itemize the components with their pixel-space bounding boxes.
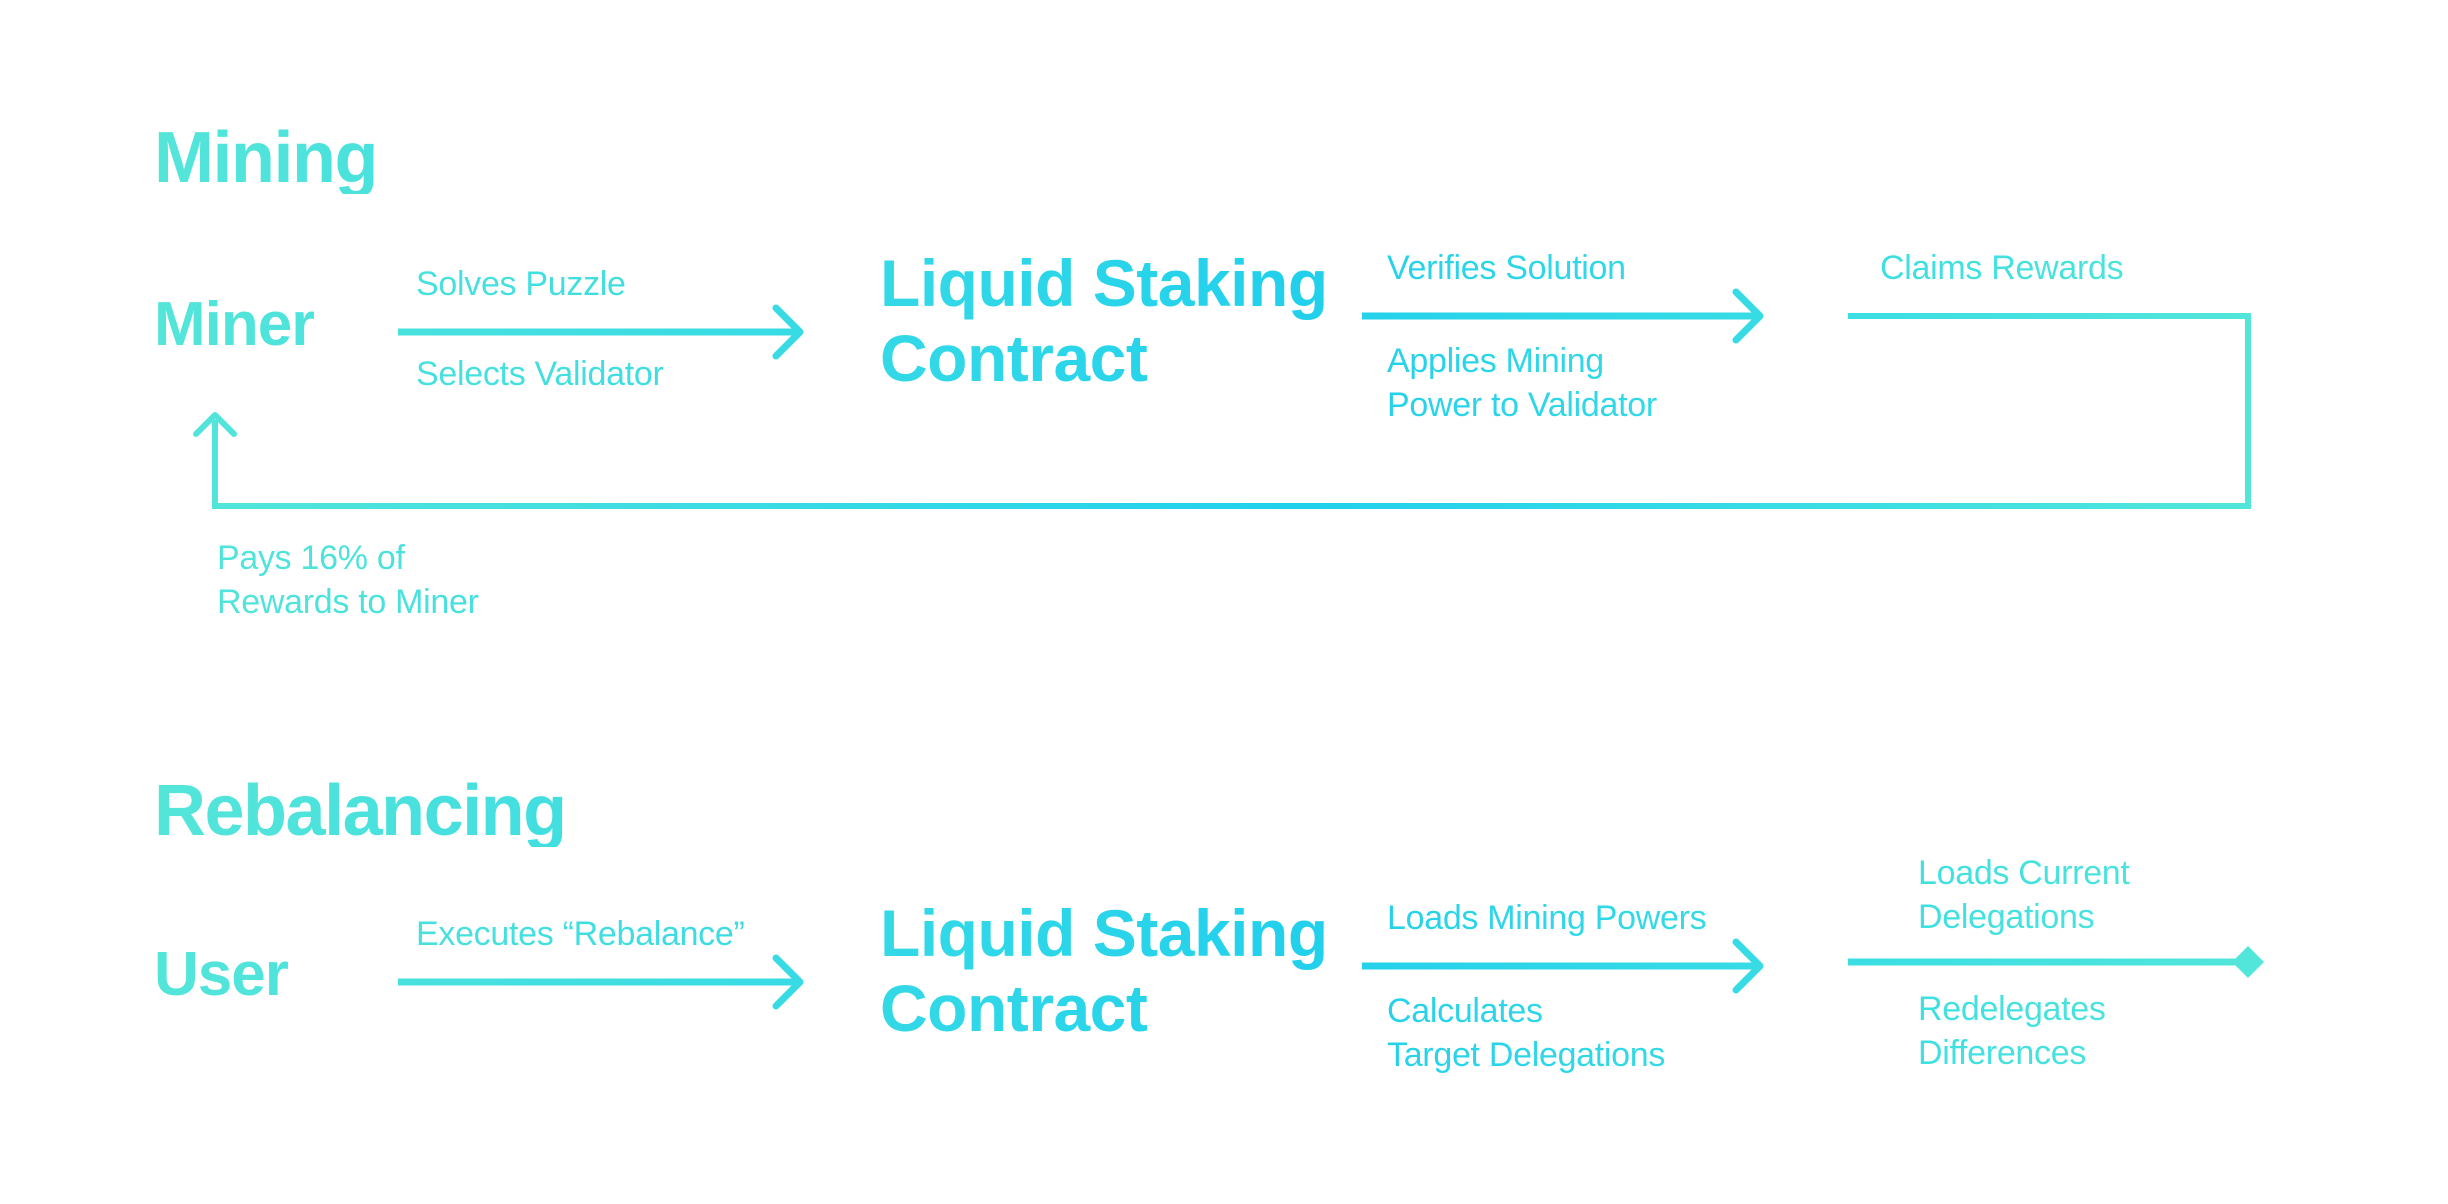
mining-step1-label-below: Selects Validator bbox=[416, 352, 664, 396]
rebalancing-contract-node: Liquid Staking Contract bbox=[880, 896, 1328, 1046]
step3-below-line2: Differences bbox=[1918, 1034, 2087, 1072]
mining-arrow-contract-to-validator bbox=[1362, 288, 1764, 344]
mining-actor-miner: Miner bbox=[154, 290, 315, 359]
diamond-end-icon bbox=[2232, 946, 2264, 978]
step2-below-line2: Power to Validator bbox=[1387, 386, 1657, 424]
contract-name-line1: Liquid Staking bbox=[880, 896, 1328, 970]
contract-name-line2: Contract bbox=[880, 971, 1148, 1045]
step2-below-line1: Applies Mining bbox=[1387, 342, 1604, 380]
mining-step1-label-above: Solves Puzzle bbox=[416, 262, 626, 306]
rebalancing-step2-label-above: Loads Mining Powers bbox=[1387, 896, 1707, 940]
rebalancing-line-to-end bbox=[1848, 946, 2264, 978]
step2-below-line1: Calculates bbox=[1387, 992, 1543, 1030]
step2-below-line2: Target Delegations bbox=[1387, 1036, 1666, 1074]
rebalancing-arrow-user-to-contract bbox=[398, 954, 804, 1010]
rebalancing-step3-label-below: Redelegates Differences bbox=[1918, 987, 2106, 1075]
step3-below-line1: Redelegates bbox=[1918, 990, 2106, 1028]
mining-step2-label-above: Verifies Solution bbox=[1387, 246, 1626, 290]
return-label-line1: Pays 16% of bbox=[217, 539, 405, 577]
rebalancing-arrow-contract-to-delegations bbox=[1362, 938, 1764, 994]
rebalancing-section-title: Rebalancing bbox=[154, 771, 567, 851]
step3-above-line1: Loads Current bbox=[1918, 854, 2130, 892]
mining-step3-label-above: Claims Rewards bbox=[1880, 246, 2124, 290]
mining-step2-label-below: Applies Mining Power to Validator bbox=[1387, 339, 1657, 427]
step3-above-line2: Delegations bbox=[1918, 898, 2095, 936]
rebalancing-step2-label-below: Calculates Target Delegations bbox=[1387, 989, 1665, 1077]
mining-contract-node: Liquid Staking Contract bbox=[880, 246, 1328, 396]
mining-arrow-miner-to-contract bbox=[398, 304, 804, 360]
rebalancing-step1-label-above: Executes “Rebalance” bbox=[416, 912, 745, 956]
contract-name-line2: Contract bbox=[880, 321, 1148, 395]
return-label-line2: Rewards to Miner bbox=[217, 583, 479, 621]
mining-return-label: Pays 16% of Rewards to Miner bbox=[217, 536, 479, 624]
mining-return-loop-arrow bbox=[193, 313, 2251, 509]
mining-section-title: Mining bbox=[154, 118, 378, 198]
rebalancing-step3-label-above: Loads Current Delegations bbox=[1918, 851, 2130, 939]
contract-name-line1: Liquid Staking bbox=[880, 246, 1328, 320]
rebalancing-actor-user: User bbox=[154, 940, 289, 1009]
